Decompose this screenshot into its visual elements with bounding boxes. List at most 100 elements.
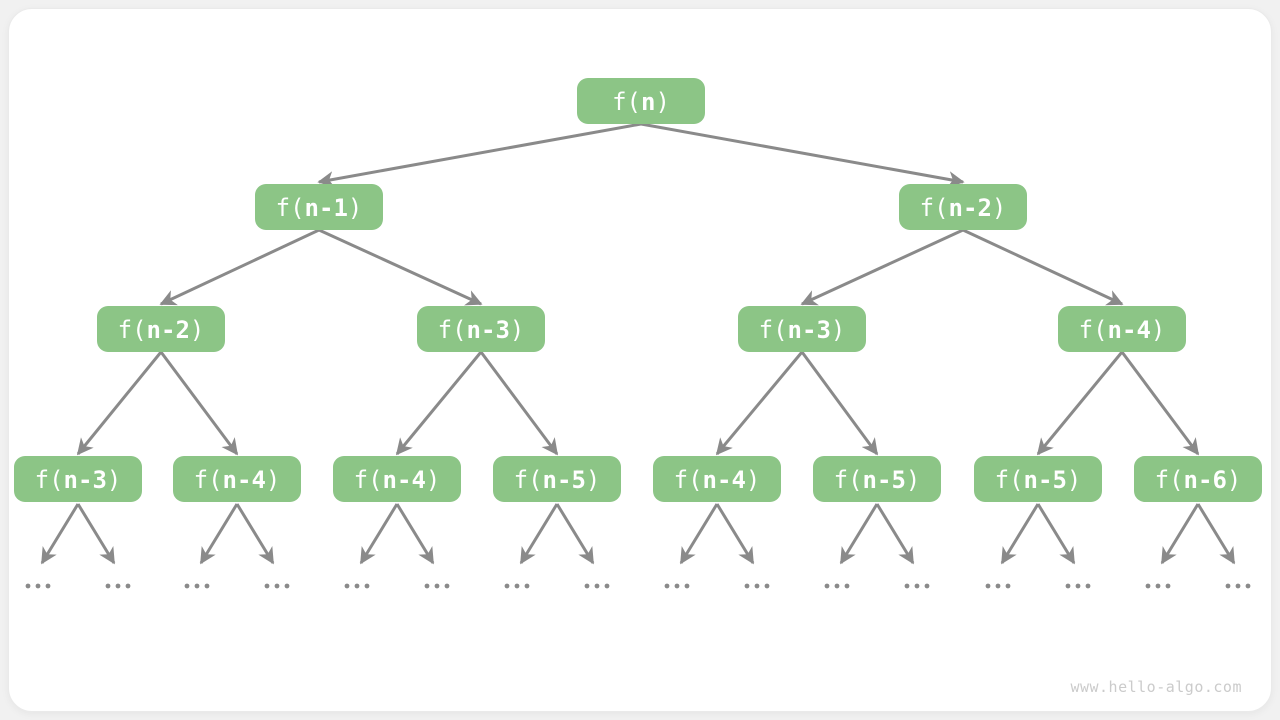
tree-edge [715,351,804,456]
tree-node: f(n-6) [1134,456,1262,502]
tree-node-label: f(n) [612,88,670,116]
ellipsis-dot [1235,583,1241,589]
ellipsis-dots [1145,583,1171,589]
leaf-continuation-edge [235,503,275,565]
leaf-continuation-edge [1036,503,1076,565]
ellipsis-dot [594,583,600,589]
ellipsis-dot [674,583,680,589]
ellipsis-dot [985,583,991,589]
ellipsis-dots [904,583,930,589]
ellipsis-dot [844,583,850,589]
ellipsis-dot [1225,583,1231,589]
tree-node-label: f(n-1) [276,194,363,222]
tree-node-label: f(n-2) [920,194,1007,222]
tree-node-box [333,456,461,502]
leaf-continuation-edge [519,503,559,565]
tree-node-label: f(n-6) [1155,466,1242,494]
leaf-continuation-edge [40,503,80,565]
tree-node-label: f(n-3) [438,316,525,344]
ellipsis-dot [344,583,350,589]
tree-node-box [255,184,383,230]
tree-node-box [97,306,225,352]
tree-node: f(n-4) [173,456,301,502]
watermark-text: www.hello-algo.com [1070,678,1242,696]
tree-node: f(n-5) [493,456,621,502]
ellipsis-dot [264,583,270,589]
tree-node-label: f(n-4) [354,466,441,494]
tree-edge [318,228,483,306]
ellipsis-dot [194,583,200,589]
ellipsis-dot [434,583,440,589]
tree-edge [962,228,1124,306]
tree-edge [1036,351,1124,456]
tree-node-box [173,456,301,502]
tree-node-box [653,456,781,502]
tree-edge [76,351,163,456]
ellipsis-dot [824,583,830,589]
tree-node-label: f(n-5) [995,466,1082,494]
ellipsis-dot [204,583,210,589]
ellipsis-dot [904,583,910,589]
tree-node: f(n-1) [255,184,383,230]
ellipsis-dot [45,583,51,589]
nodes-layer: f(n) f(n-1) f(n-2) f(n-2) f(n-3) f(n-3) f(n-4)… [14,78,1262,502]
ellipsis-dots [824,583,850,589]
tree-node-label: f(n-3) [35,466,122,494]
tree-node: f(n-4) [333,456,461,502]
ellipsis-dots [424,583,450,589]
ellipsis-dot [364,583,370,589]
ellipsis-dots [344,583,370,589]
tree-node: f(n-4) [1058,306,1186,352]
leaf-continuation-edge [839,503,879,565]
leaf-continuation-edge [555,503,595,565]
ellipsis-dot [995,583,1001,589]
ellipsis-dot [664,583,670,589]
tree-node-box [813,456,941,502]
tree-edge [1120,351,1200,456]
ellipsis-dots [184,583,210,589]
tree-node: f(n-2) [97,306,225,352]
ellipsis-dots [985,583,1011,589]
tree-node-label: f(n-5) [514,466,601,494]
tree-edge [640,122,965,188]
ellipsis-dot [115,583,121,589]
tree-edge [800,351,879,456]
leaf-continuation-edge [1196,503,1236,565]
ellipsis-dot [524,583,530,589]
tree-node-box [1058,306,1186,352]
tree-edge [479,351,559,456]
tree-edge [159,228,320,306]
ellipsis-dot [284,583,290,589]
ellipsis-dots [105,583,131,589]
tree-node-label: f(n-4) [674,466,761,494]
ellipsis-dot [444,583,450,589]
tree-node: f(n-3) [738,306,866,352]
ellipsis-dot [504,583,510,589]
ellipsis-dot [604,583,610,589]
ellipsis-dots [744,583,770,589]
leaf-continuation-edge [1000,503,1040,565]
tree-node-box [14,456,142,502]
ellipsis-dot [274,583,280,589]
ellipsis-dot [1165,583,1171,589]
leaf-continuation-edge [875,503,915,565]
leaf-continuation-edge [715,503,755,565]
ellipsis-dots [1225,583,1251,589]
leaf-continuation-edge [359,503,399,565]
tree-node-box [1134,456,1262,502]
ellipsis-dot [834,583,840,589]
ellipsis-dots [264,583,290,589]
tree-node: f(n-3) [14,456,142,502]
ellipsis-dot [125,583,131,589]
tree-node-box [738,306,866,352]
ellipsis-dot [35,583,41,589]
ellipsis-dot [354,583,360,589]
ellipsis-dot [924,583,930,589]
tree-node-label: f(n-4) [194,466,281,494]
tree-node-box [417,306,545,352]
leaf-continuation-edge [395,503,435,565]
tree-node: f(n-3) [417,306,545,352]
tree-node-box [577,78,705,124]
